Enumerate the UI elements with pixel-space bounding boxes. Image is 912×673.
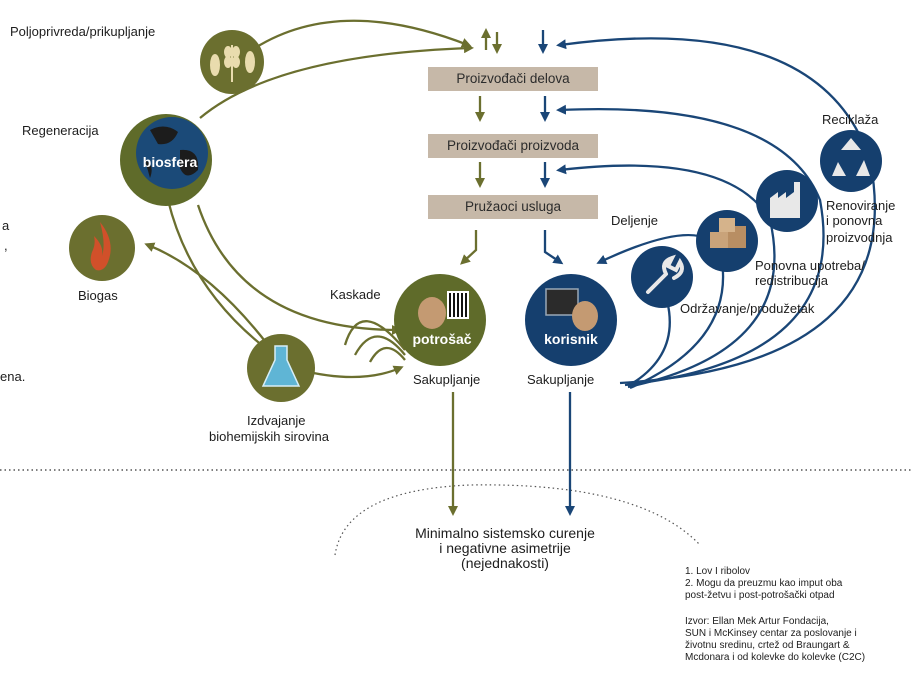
reuse-label-1: Ponovna upotreba/	[755, 258, 865, 273]
agriculture-node	[200, 30, 264, 94]
refurbish-node	[756, 170, 818, 232]
recycle-icon	[832, 138, 870, 176]
reuse-node	[696, 210, 758, 272]
flame-icon	[90, 222, 111, 271]
note-1: 1. Lov I ribolov	[685, 566, 751, 577]
product-manufacturers-box: Proizvođači proizvoda	[428, 134, 598, 158]
regeneration-label: Regeneracija	[22, 123, 99, 138]
refurbish-label-3: proizvodnja	[826, 230, 893, 245]
maintenance-node	[631, 246, 693, 308]
biochem-label-1: Izdvajanje	[247, 413, 306, 428]
user-label: korisnik	[544, 331, 598, 347]
service-providers-box: Pružaoci usluga	[428, 195, 598, 219]
source-1: Izvor: Ellan Mek Artur Fondacija,	[685, 616, 829, 627]
recycling-node	[820, 130, 882, 192]
cascades-label: Kaskade	[330, 287, 381, 302]
biochem-node	[247, 334, 315, 402]
wheat-fish-icon	[210, 45, 255, 82]
agriculture-label: Poljoprivreda/prikupljanje	[10, 24, 156, 39]
biosphere-node	[120, 114, 212, 206]
person-monitor-icon	[545, 288, 598, 331]
factory-icon	[770, 182, 800, 218]
partial-text-3: ena.	[0, 369, 26, 384]
reuse-label-2: redistribucija	[755, 273, 828, 288]
collection-left-label: Sakupljanje	[413, 372, 481, 387]
biogas-node	[69, 215, 135, 281]
parts-manufacturers-box: Proizvođači delova	[428, 67, 598, 91]
partial-text-1: a	[2, 218, 10, 233]
globe-icon	[136, 117, 208, 189]
source-2: SUN i McKinsey centar za poslovanje i	[685, 628, 857, 639]
sharing-label: Deljenje	[611, 213, 658, 228]
source-4: Mcdonara i od kolevke do kolevke (C2C)	[685, 652, 866, 663]
note-2a: 2. Mogu da preuzmu kao imput oba	[685, 578, 843, 589]
note-2b: post-žetvu i post-potrošački otpad	[685, 590, 835, 601]
recycling-label: Reciklaža	[822, 112, 879, 127]
leakage-text-3: (nejednakosti)	[461, 555, 549, 571]
partial-text-2: ,	[4, 238, 8, 253]
consumer-label: potrošač	[412, 331, 472, 347]
source-3: životnu sredinu, crtež od Braungart &	[685, 640, 850, 651]
boxes-icon	[710, 218, 746, 248]
refurbish-label-2: i ponovna	[826, 213, 883, 228]
collection-right-label: Sakupljanje	[527, 372, 595, 387]
consumer-node	[394, 274, 486, 366]
biosphere-label: biosfera	[142, 154, 198, 170]
user-node	[525, 274, 617, 366]
refurbish-label-1: Renoviranje	[826, 198, 896, 213]
person-barcode-icon	[418, 291, 469, 329]
maintenance-label: Održavanje/produžetak	[680, 301, 815, 316]
wrench-icon	[646, 254, 684, 294]
flask-icon	[261, 345, 301, 387]
biogas-label: Biogas	[78, 288, 118, 303]
leakage-text-2: i negativne asimetrije	[439, 540, 571, 556]
biological-arrows	[144, 19, 502, 516]
leakage-text-1: Minimalno sistemsko curenje	[415, 525, 595, 541]
biochem-label-2: biohemijskih sirovina	[209, 429, 329, 444]
